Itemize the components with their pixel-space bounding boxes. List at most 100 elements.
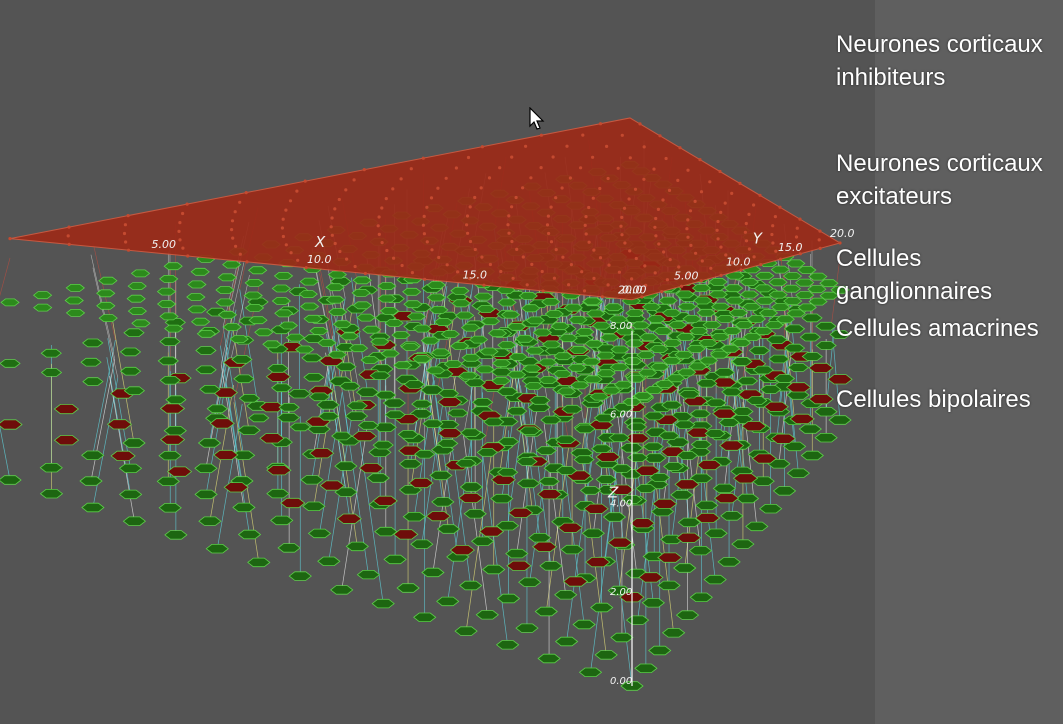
inhibitory-neuron: [723, 201, 727, 205]
inhibitory-neuron: [333, 241, 337, 246]
bipolar-cell: [194, 463, 218, 474]
inhibitory-neuron: [724, 253, 728, 257]
labels-panel: [875, 0, 1063, 724]
inhibitory-neuron: [181, 246, 185, 250]
inhibitory-neuron: [660, 290, 664, 294]
ganglion-cell: [555, 435, 577, 445]
excitatory-neuron: [586, 309, 606, 318]
bipolar-cell: [814, 432, 838, 443]
excitatory-neuron: [273, 271, 294, 280]
ganglion-cell: [676, 451, 699, 460]
inhibitory-neuron: [468, 277, 472, 281]
bipolar-cell: [158, 503, 182, 513]
inhibitory-neuron: [598, 122, 603, 126]
ganglion-cell: [766, 335, 788, 345]
ganglion-cell: [248, 413, 270, 423]
label-excitatory-neurons: Neurones corticaux excitateurs: [836, 150, 1043, 210]
ganglion-cell: [713, 368, 736, 377]
bipolar-cell: [436, 596, 460, 607]
ganglion-cell: [718, 418, 740, 427]
excitatory-neuron: [159, 274, 179, 283]
ganglion-cell: [267, 364, 289, 373]
inhibitory-neuron: [410, 271, 414, 275]
ganglion-cell: [658, 431, 680, 441]
ganglion-cell: [464, 378, 486, 388]
inhibitory-neuron: [238, 200, 242, 204]
inhibitory-neuron: [178, 221, 182, 225]
bipolar-cell: [675, 610, 700, 620]
ganglion-cell: [635, 484, 657, 493]
inhibitory-neuron: [437, 255, 441, 260]
excitatory-neuron: [599, 333, 620, 342]
inhibitory-neuron: [719, 245, 723, 249]
inhibitory-neuron: [399, 177, 403, 181]
excitatory-neuron: [552, 369, 573, 378]
excitatory-neuron: [455, 311, 475, 320]
excitatory-neuron: [352, 301, 373, 310]
inhibitory-neuron: [620, 215, 624, 219]
inhibitory-neuron: [583, 223, 587, 227]
excitatory-neuron: [662, 308, 682, 317]
inhibitory-neuron: [330, 216, 334, 220]
inhibitory-neuron: [587, 240, 591, 244]
excitatory-neuron: [406, 312, 427, 321]
inhibitory-neuron: [817, 238, 821, 242]
ganglion-cell: [626, 422, 648, 432]
inhibitory-neuron: [699, 279, 703, 283]
inhibitory-neuron: [507, 214, 511, 218]
amacrine-cell: [583, 503, 609, 514]
excitatory-neuron: [244, 303, 265, 312]
inhibitory-neuron: [487, 176, 492, 180]
excitatory-neuron: [377, 294, 397, 303]
excitatory-neuron: [217, 310, 238, 319]
bipolar-cell: [670, 490, 694, 500]
connection-line: [92, 340, 116, 456]
bipolar-cell: [334, 487, 358, 497]
excitatory-neuron: [450, 342, 470, 350]
amacrine-cell: [259, 433, 285, 444]
inhibitory-neuron: [392, 256, 396, 260]
bipolar-cell: [689, 592, 713, 602]
inhibitory-neuron: [584, 232, 588, 236]
excitatory-neuron: [682, 314, 702, 323]
inhibitory-neuron: [468, 239, 473, 244]
excitatory-neuron: [525, 346, 545, 355]
inhibitory-neuron: [739, 268, 743, 272]
excitatory-neuron: [770, 303, 791, 312]
bipolar-cell: [814, 406, 838, 417]
excitatory-neuron: [609, 363, 630, 372]
excitatory-neuron: [532, 328, 552, 337]
inhibitory-neuron: [693, 199, 697, 203]
excitatory-neuron: [426, 293, 447, 302]
excitatory-neuron: [327, 270, 348, 279]
bipolar-cell: [429, 470, 453, 481]
network-scene[interactable]: 0.002.004.006.008.00Z5.0010.015.020.0X0.…: [0, 0, 875, 724]
amacrine-cell: [166, 466, 193, 477]
bipolar-cell: [334, 461, 358, 471]
bipolar-cell: [122, 516, 147, 526]
inhibitory-neuron: [338, 249, 342, 254]
bipolar-cell: [463, 509, 487, 519]
inhibitory-neuron: [638, 122, 642, 126]
ganglion-cell: [595, 475, 617, 484]
inhibitory-neuron: [466, 231, 470, 235]
inhibitory-neuron: [295, 189, 299, 193]
excitatory-neuron: [524, 382, 544, 391]
amacrine-cell: [449, 545, 476, 556]
excitatory-neuron: [429, 305, 449, 314]
inhibitory-neuron: [658, 134, 662, 138]
inhibitory-neuron: [525, 283, 529, 287]
excitatory-neuron: [360, 356, 380, 364]
bipolar-cell: [572, 619, 596, 630]
bipolar-cell: [164, 530, 188, 540]
inhibitory-neuron: [124, 240, 128, 244]
inhibitory-neuron: [337, 197, 341, 202]
excitatory-neuron: [570, 381, 590, 390]
ganglion-cell: [411, 399, 433, 409]
z-tick-label: 0.00: [610, 676, 632, 687]
amacrine-cell: [657, 552, 683, 563]
excitatory-neuron: [156, 300, 177, 308]
inhibitory-neuron: [514, 195, 518, 200]
inhibitory-neuron: [569, 263, 574, 267]
